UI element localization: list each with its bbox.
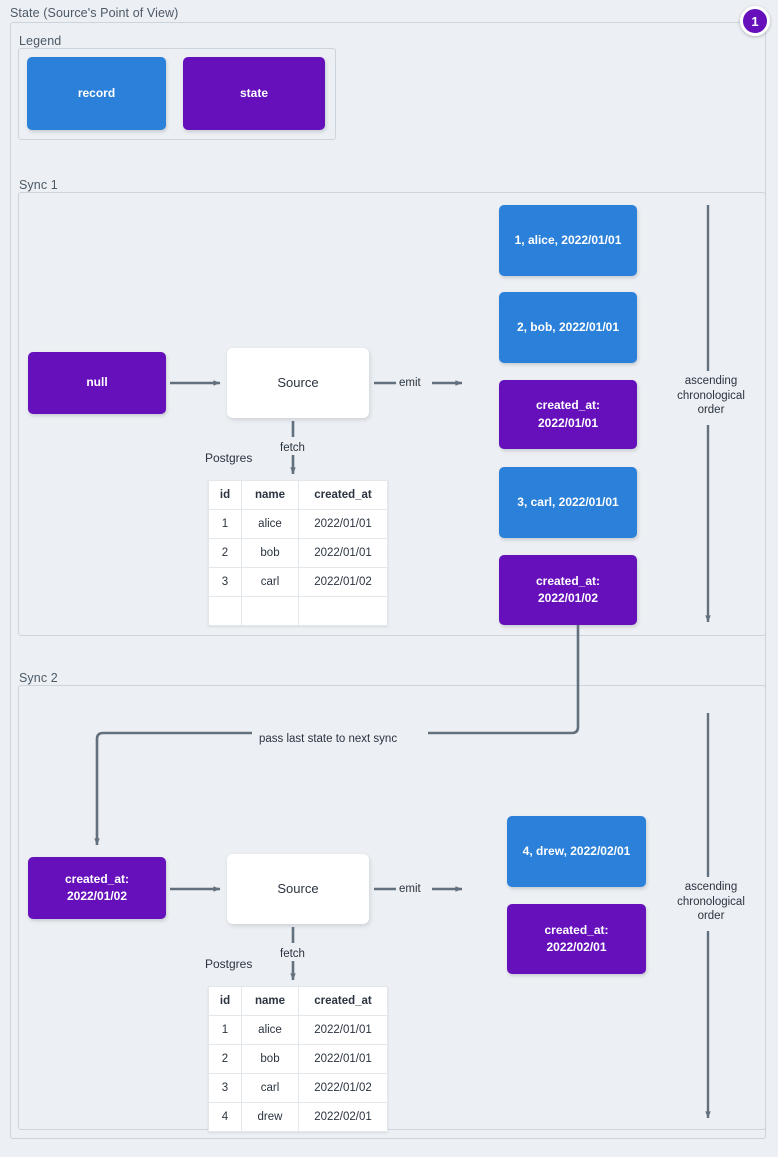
- cell-id: 2: [208, 538, 242, 568]
- sync2-emitted-state-1-line2: 2022/02/01: [546, 940, 607, 954]
- cell-name: carl: [241, 567, 299, 597]
- legend-swatch-record: record: [27, 57, 166, 130]
- sync1-source-label: Source: [277, 374, 319, 390]
- sync1-order-line-2: chronological: [677, 389, 745, 402]
- sync1-order-annotation: ascending chronological order: [663, 374, 759, 419]
- table-header-row: id name created_at: [208, 986, 388, 1016]
- cell-name: bob: [241, 538, 299, 568]
- column-header-name: name: [241, 986, 299, 1016]
- sync1-emitted-state-2-line2: 2022/01/02: [537, 591, 599, 605]
- cell-created-at: 2022/01/01: [298, 509, 388, 539]
- sync1-label: Sync 1: [19, 178, 58, 192]
- cell-created-at: 2022/01/02: [298, 567, 388, 597]
- sync2-source-label: Source: [277, 880, 319, 896]
- legend-swatch-state: state: [183, 57, 325, 130]
- table-row: 1 alice 2022/01/01: [208, 509, 388, 539]
- diagram-title: State (Source's Point of View): [10, 6, 179, 20]
- cell-id: [208, 596, 242, 626]
- sync1-frame: [18, 192, 766, 636]
- table-row: 2 bob 2022/01/01: [208, 1044, 388, 1074]
- sync1-emitted-record-3: 3, carl, 2022/01/01: [499, 467, 637, 538]
- sync2-input-state-line2: 2022/01/02: [66, 889, 128, 903]
- cell-id: 1: [208, 1015, 242, 1045]
- cell-created-at: 2022/01/02: [298, 1073, 388, 1103]
- sync2-emitted-state-1: created_at: 2022/02/01: [507, 904, 646, 974]
- cell-name: [241, 596, 299, 626]
- sync1-emitted-record-1-label: 1, alice, 2022/01/01: [514, 232, 622, 247]
- sync1-order-line-1: ascending: [684, 375, 738, 387]
- column-header-created-at: created_at: [298, 480, 388, 510]
- cell-id: 1: [208, 509, 242, 539]
- sync2-order-line-3: order: [697, 910, 725, 923]
- cell-id: 4: [208, 1102, 242, 1132]
- table-row: 2 bob 2022/01/01: [208, 538, 388, 568]
- sync2-order-line-1: ascending: [684, 881, 738, 893]
- sync2-input-state-line1: created_at:: [64, 871, 130, 886]
- cell-created-at: 2022/01/01: [298, 1044, 388, 1074]
- sync1-emitted-state-2-line1: created_at:: [535, 573, 601, 588]
- legend-frame: [18, 48, 336, 140]
- sync1-emitted-state-1-line2: 2022/01/01: [537, 415, 599, 430]
- sync2-postgres-label: Postgres: [205, 957, 253, 971]
- sync2-order-annotation: ascending chronological order: [663, 880, 759, 925]
- cell-id: 2: [208, 1044, 242, 1074]
- sync1-source-node: Source: [227, 348, 369, 418]
- sync2-frame: [18, 685, 766, 1130]
- sync2-input-state: created_at: 2022/01/02: [28, 857, 166, 919]
- sync2-fetch-label: fetch: [277, 947, 308, 962]
- column-header-created-at: created_at: [298, 986, 388, 1016]
- sync2-order-line-2: chronological: [677, 895, 745, 908]
- sync1-fetch-label: fetch: [277, 441, 308, 456]
- sync1-input-state-label: null: [86, 375, 108, 390]
- cell-created-at: 2022/01/01: [298, 538, 388, 568]
- cell-name: drew: [241, 1102, 299, 1132]
- pass-state-label: pass last state to next sync: [256, 732, 401, 747]
- sync2-emitted-record-1-label: 4, drew, 2022/02/01: [522, 843, 631, 858]
- legend-swatch-state-label: state: [239, 85, 268, 100]
- table-header-row: id name created_at: [208, 480, 388, 510]
- cell-name: alice: [241, 1015, 299, 1045]
- cell-created-at: 2022/02/01: [298, 1102, 388, 1132]
- sync1-postgres-table: id name created_at 1 alice 2022/01/01 2 …: [208, 480, 388, 626]
- sync2-emitted-record-1: 4, drew, 2022/02/01: [507, 816, 646, 887]
- column-header-id: id: [208, 986, 242, 1016]
- sync1-emitted-state-1-line1: created_at:: [535, 398, 601, 413]
- sync1-emitted-record-3-label: 3, carl, 2022/01/01: [517, 494, 619, 509]
- sync2-source-node: Source: [227, 854, 369, 924]
- column-header-id: id: [208, 480, 242, 510]
- legend-label: Legend: [19, 34, 62, 48]
- cell-name: carl: [241, 1073, 299, 1103]
- sync1-emit-label: emit: [396, 376, 424, 391]
- sync2-emit-label: emit: [396, 882, 424, 897]
- cell-created-at: [298, 596, 388, 626]
- table-row: 3 carl 2022/01/02: [208, 567, 388, 597]
- table-row: 4 drew 2022/02/01: [208, 1102, 388, 1132]
- table-row: 3 carl 2022/01/02: [208, 1073, 388, 1103]
- sync1-emitted-record-2: 2, bob, 2022/01/01: [499, 292, 637, 363]
- column-header-name: name: [241, 480, 299, 510]
- table-row-empty: [208, 596, 388, 626]
- cell-id: 3: [208, 567, 242, 597]
- sync2-label: Sync 2: [19, 671, 58, 685]
- table-row: 1 alice 2022/01/01: [208, 1015, 388, 1045]
- sync1-postgres-label: Postgres: [205, 451, 253, 465]
- cell-id: 3: [208, 1073, 242, 1103]
- sync2-emitted-state-1-line1: created_at:: [544, 922, 609, 937]
- legend-swatch-record-label: record: [77, 85, 116, 100]
- cell-name: alice: [241, 509, 299, 539]
- sync1-emitted-state-2: created_at: 2022/01/02: [499, 555, 637, 625]
- sync1-emitted-record-2-label: 2, bob, 2022/01/01: [516, 319, 620, 334]
- step-badge: 1: [740, 6, 770, 36]
- cell-created-at: 2022/01/01: [298, 1015, 388, 1045]
- sync1-emitted-state-1: created_at: 2022/01/01: [499, 380, 637, 449]
- sync2-postgres-table: id name created_at 1 alice 2022/01/01 2 …: [208, 986, 388, 1132]
- cell-name: bob: [241, 1044, 299, 1074]
- sync1-order-line-3: order: [697, 404, 725, 417]
- sync1-emitted-record-1: 1, alice, 2022/01/01: [499, 205, 637, 276]
- sync1-input-state: null: [28, 352, 166, 414]
